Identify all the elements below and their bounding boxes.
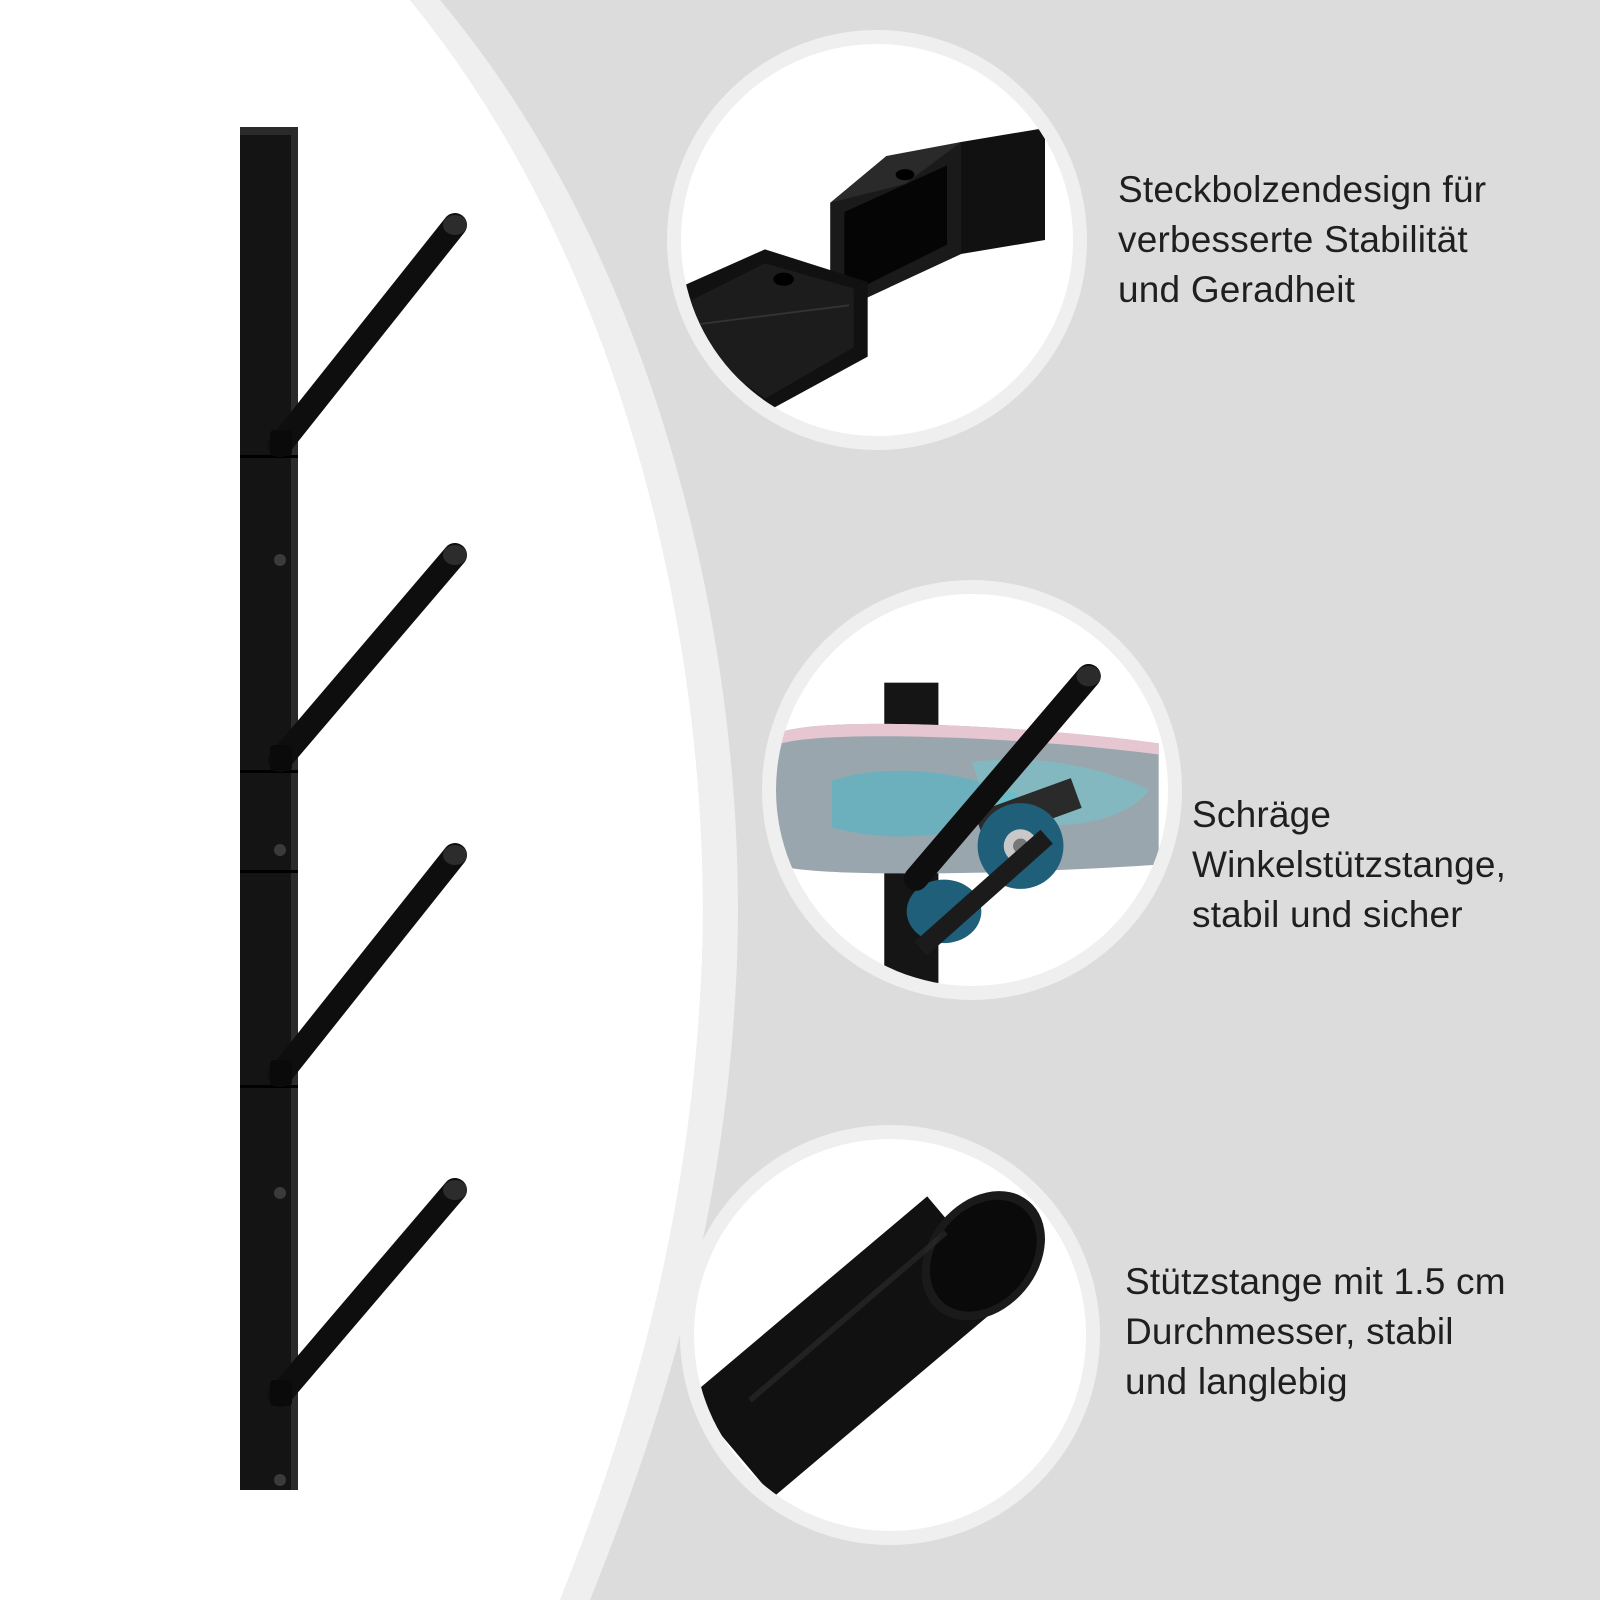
caption-line: und Geradheit: [1118, 269, 1356, 310]
feature-caption: Steckbolzendesign für verbesserte Stabil…: [1118, 165, 1486, 315]
angled-rod-skateboard-icon: [762, 580, 1182, 1000]
caption-line: Steckbolzendesign für: [1118, 169, 1487, 210]
white-panel: [0, 0, 703, 1600]
caption-line: und langlebig: [1125, 1361, 1348, 1402]
wall-rack: [240, 127, 467, 1490]
caption-line: Stützstange mit 1.5 cm: [1125, 1261, 1506, 1302]
caption-line: Durchmesser, stabil: [1125, 1311, 1454, 1352]
caption-line: stabil und sicher: [1192, 894, 1463, 935]
feature-caption: Schräge Winkelstützstange, stabil und si…: [1192, 790, 1506, 940]
feature-caption: Stützstange mit 1.5 cm Durchmesser, stab…: [1125, 1257, 1506, 1407]
pin-bolt-joint-icon: [667, 30, 1087, 450]
caption-line: Winkelstützstange,: [1192, 844, 1507, 885]
caption-line: Schräge: [1192, 794, 1332, 835]
rod-diameter-closeup-icon: [680, 1125, 1100, 1545]
caption-line: verbesserte Stabilität: [1118, 219, 1468, 260]
rack-arm: [268, 213, 467, 1407]
rack-vertical-bar: [240, 127, 298, 1490]
